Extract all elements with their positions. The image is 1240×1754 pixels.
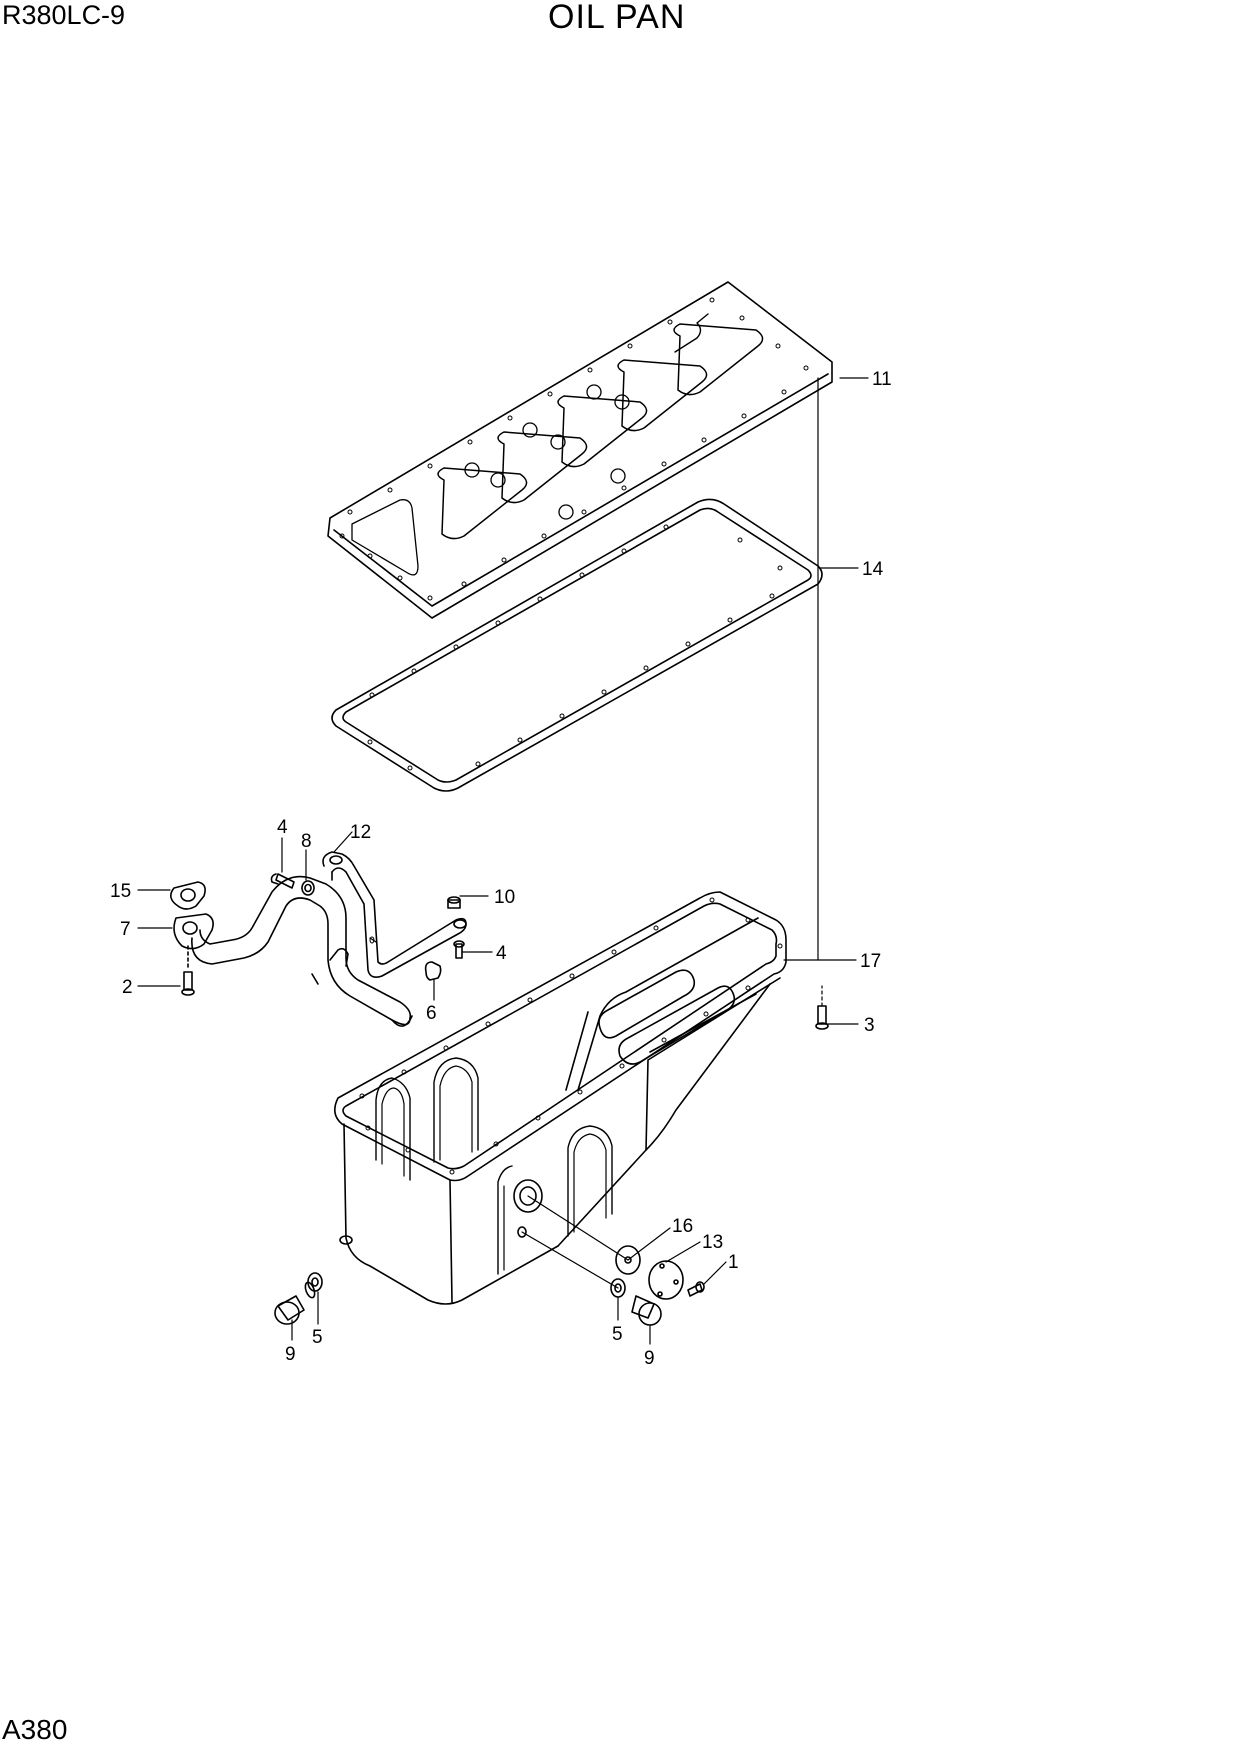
- model-label: R380LC-9: [2, 0, 126, 30]
- callout-2: 2: [122, 977, 133, 998]
- callout-10: 10: [494, 887, 515, 908]
- callout-8: 8: [301, 831, 312, 852]
- bolt-part-2: [181, 945, 195, 996]
- washer-part-8: [301, 880, 315, 896]
- pipe-bracket: [322, 851, 467, 978]
- oil-pan: [334, 891, 787, 1305]
- callout-15: 15: [110, 881, 131, 902]
- suction-pipe: [173, 875, 413, 1027]
- callout-4-upper: 4: [277, 817, 288, 838]
- suction-gasket: [170, 881, 206, 910]
- callout-17: 17: [860, 951, 881, 972]
- page-code: A380: [2, 1714, 68, 1745]
- screw-part-1: [687, 1281, 705, 1297]
- callout-12: 12: [350, 822, 371, 843]
- callout-3: 3: [864, 1015, 875, 1036]
- nut-part-6: [424, 961, 442, 981]
- bolt-part-4-lower: [453, 940, 465, 959]
- callout-5-right: 5: [612, 1324, 623, 1345]
- washer-left: [307, 1272, 323, 1292]
- callout-9-left: 9: [285, 1344, 296, 1365]
- callout-labels: 11 14 17 3 4 8 12 10 4 6 15 7 2 16 13 1 …: [110, 369, 892, 1369]
- callout-1: 1: [728, 1252, 739, 1273]
- callout-14: 14: [862, 559, 884, 580]
- oil-pan-upper-plate: [327, 281, 833, 619]
- bolt-part-3: [815, 1005, 829, 1030]
- oil-pan-gasket: [331, 498, 823, 792]
- nut-part-10: [447, 896, 461, 909]
- callout-13: 13: [702, 1232, 723, 1253]
- leader-lines: [137, 377, 869, 1345]
- washer-right: [610, 1278, 626, 1298]
- bolt-part-4-upper: [270, 873, 295, 889]
- drain-plug-right: [631, 1295, 662, 1326]
- callout-6: 6: [426, 1003, 437, 1024]
- callout-4-lower: 4: [496, 943, 507, 964]
- callout-9-right: 9: [644, 1348, 655, 1369]
- callout-5-left: 5: [312, 1327, 323, 1348]
- cover-gasket: [615, 1245, 641, 1275]
- callout-11: 11: [872, 369, 892, 390]
- drain-plug-left: [274, 1281, 316, 1325]
- page-title: OIL PAN: [548, 0, 686, 36]
- callout-7: 7: [120, 919, 131, 940]
- cover-plate: [648, 1260, 684, 1300]
- callout-16: 16: [672, 1216, 693, 1237]
